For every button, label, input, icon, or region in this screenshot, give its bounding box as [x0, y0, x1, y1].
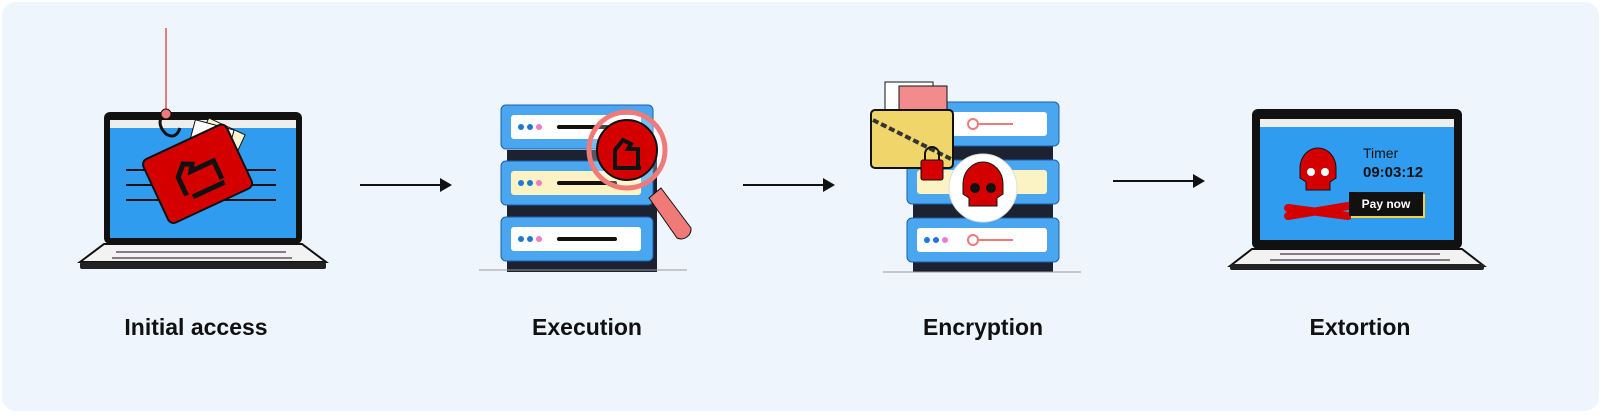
stage-label: Extortion	[1309, 314, 1411, 340]
arrow-right-icon	[1113, 174, 1205, 188]
stage-label: Encryption	[922, 314, 1044, 340]
arrow-right-icon	[360, 178, 452, 192]
stage-initial-access: Initial access	[46, 0, 346, 417]
skull-crossbones-icon	[1284, 147, 1352, 220]
server-encrypted-icon	[870, 81, 1081, 273]
stage-execution: Execution	[437, 0, 737, 417]
stage-extortion: Timer 09:03:12 Pay now Extortion	[1210, 0, 1510, 417]
stage-label: Execution	[532, 314, 642, 340]
timer-value: 09:03:12	[1363, 164, 1424, 181]
laptop-phishing-icon	[77, 28, 329, 269]
arrow-right-icon	[743, 178, 835, 192]
stage-encryption: Encryption	[833, 0, 1133, 417]
laptop-ransom-icon	[1227, 109, 1487, 270]
timer-label: Timer	[1363, 145, 1399, 161]
pay-now-button[interactable]: Pay now	[1349, 192, 1423, 216]
stage-label: Initial access	[124, 314, 268, 340]
server-magnifier-icon	[479, 104, 692, 272]
